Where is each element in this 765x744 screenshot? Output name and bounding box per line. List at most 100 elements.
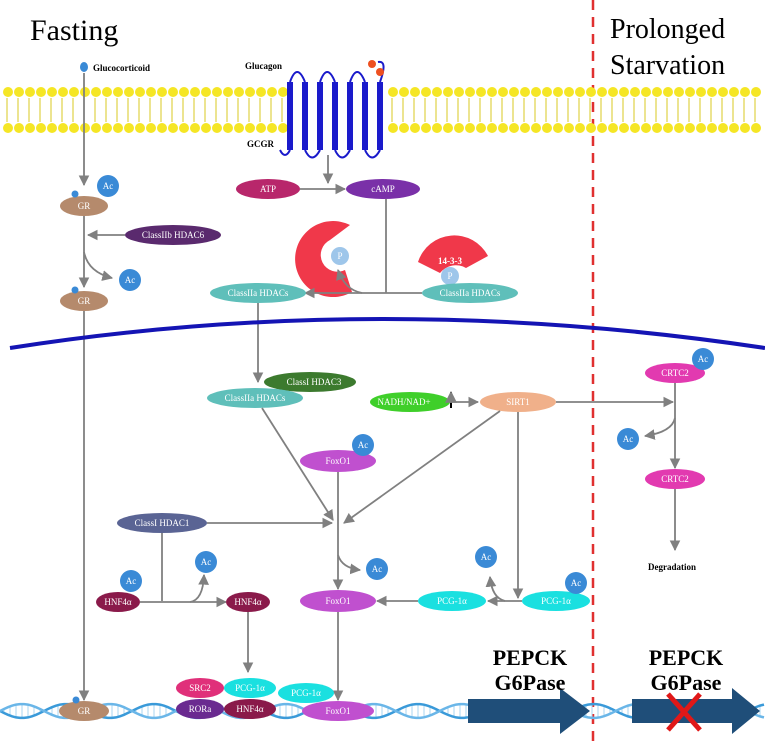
- dna-src2-label: SRC2: [189, 683, 211, 693]
- pgc1a-mid-label: PCG-1α: [437, 596, 467, 606]
- lipid-head: [520, 87, 530, 97]
- ac-foxo1-released-circle: [366, 558, 388, 580]
- dna-hnf4a-label: HNF4α: [236, 704, 264, 714]
- hdac1-label: ClassI HDAC1: [135, 518, 190, 528]
- lipid-head: [597, 123, 607, 133]
- glucagon-molecule-2: [376, 68, 384, 76]
- heading-starvation: Starvation: [610, 50, 725, 81]
- ac-gr-circle: [97, 175, 119, 197]
- glucocorticoid-label: Glucocorticoid: [93, 63, 150, 73]
- lipid-head: [146, 123, 156, 133]
- lipid-head: [168, 87, 178, 97]
- lipid-head: [454, 87, 464, 97]
- ac-pgc1a-label: Ac: [571, 578, 582, 588]
- lipid-head: [432, 87, 442, 97]
- ac-pgc1a-released-label: Ac: [481, 552, 492, 562]
- camp-node: [346, 179, 420, 199]
- ac-crtc2-circle: [692, 348, 714, 370]
- lipid-head: [80, 123, 90, 133]
- lipid-head: [410, 87, 420, 97]
- lipid-head: [564, 87, 574, 97]
- hnf4a-right-node: [226, 592, 270, 612]
- lipid-head: [575, 123, 585, 133]
- lipid-head: [608, 123, 618, 133]
- lipid-head: [443, 123, 453, 133]
- p-right-label: P: [447, 271, 452, 281]
- lipid-head: [168, 123, 178, 133]
- lipid-head: [234, 87, 244, 97]
- lipid-head: [267, 123, 277, 133]
- class2a-nuc-node: [207, 388, 303, 408]
- lipid-head: [619, 87, 629, 97]
- lipid-head: [25, 123, 35, 133]
- lipid-head: [135, 87, 145, 97]
- lipid-head: [69, 87, 79, 97]
- lipid-head: [399, 123, 409, 133]
- lipid-head: [3, 123, 13, 133]
- class2a-nuc-label: ClassIIa HDACs: [225, 393, 286, 403]
- lipid-head: [256, 87, 266, 97]
- dna-rora-label: RORa: [189, 704, 212, 714]
- p-right-circle: [441, 267, 459, 285]
- lipid-head: [465, 123, 475, 133]
- lipid-head: [575, 87, 585, 97]
- arrow-class2a-foxo1: [261, 407, 334, 521]
- gr-top-label: GR: [78, 201, 91, 211]
- gene2-g6pase-label: G6Pase: [651, 670, 722, 695]
- lipid-head: [696, 123, 706, 133]
- lipid-head: [157, 123, 167, 133]
- lipid-head: [630, 87, 640, 97]
- lipid-head: [256, 123, 266, 133]
- lipid-head: [531, 87, 541, 97]
- lipid-head: [718, 123, 728, 133]
- lipid-head: [91, 87, 101, 97]
- lipid-head: [619, 123, 629, 133]
- lipid-head: [113, 87, 123, 97]
- crtc2-top-label: CRTC2: [661, 368, 688, 378]
- lipid-head: [36, 87, 46, 97]
- lipid-head: [740, 87, 750, 97]
- lipid-head: [586, 87, 596, 97]
- gr-deacetylated: [60, 291, 108, 311]
- lipid-head: [707, 87, 717, 97]
- lipid-head: [564, 123, 574, 133]
- ac-foxo1-label: Ac: [358, 440, 369, 450]
- nadh-label: NADH/NAD+: [377, 397, 430, 407]
- camp-label: cAMP: [371, 184, 395, 194]
- dna-foxo1-node: [302, 701, 374, 721]
- atp-node: [236, 179, 300, 199]
- lipid-head: [718, 87, 728, 97]
- dna-gr-ligand-dot: [72, 696, 80, 704]
- lipid-head: [630, 123, 640, 133]
- dna-gr-node: [59, 701, 109, 721]
- nadh-node: [370, 392, 450, 412]
- ac-released-circle: [119, 269, 141, 291]
- lipid-head: [476, 123, 486, 133]
- lipid-head: [498, 123, 508, 133]
- ac-crtc2-label: Ac: [698, 354, 709, 364]
- lipid-head: [421, 123, 431, 133]
- p-left-circle: [331, 247, 349, 265]
- lipid-head: [190, 87, 200, 97]
- foxo1-mid-label: FoxO1: [325, 596, 350, 606]
- dna-pgc1a-2-node: [278, 683, 334, 703]
- lipid-head: [157, 87, 167, 97]
- gene1-g6pase-label: G6Pase: [495, 670, 566, 695]
- ac-gr-label: Ac: [103, 181, 114, 191]
- lipid-head: [751, 87, 761, 97]
- lipid-head: [542, 87, 552, 97]
- lipid-head: [509, 123, 519, 133]
- lipid-head: [432, 123, 442, 133]
- lipid-head: [14, 87, 24, 97]
- lipid-head: [509, 87, 519, 97]
- lipid-head: [212, 123, 222, 133]
- crtc2-top-node: [645, 363, 705, 383]
- class2a-left-label: ClassIIa HDACs: [228, 288, 289, 298]
- lipid-head: [674, 87, 684, 97]
- lipid-head: [487, 123, 497, 133]
- pgc1a-right-label: PCG-1α: [541, 596, 571, 606]
- lipid-head: [388, 87, 398, 97]
- foxo1-mid-node: [300, 590, 376, 612]
- glucagon-label: Glucagon: [245, 61, 282, 71]
